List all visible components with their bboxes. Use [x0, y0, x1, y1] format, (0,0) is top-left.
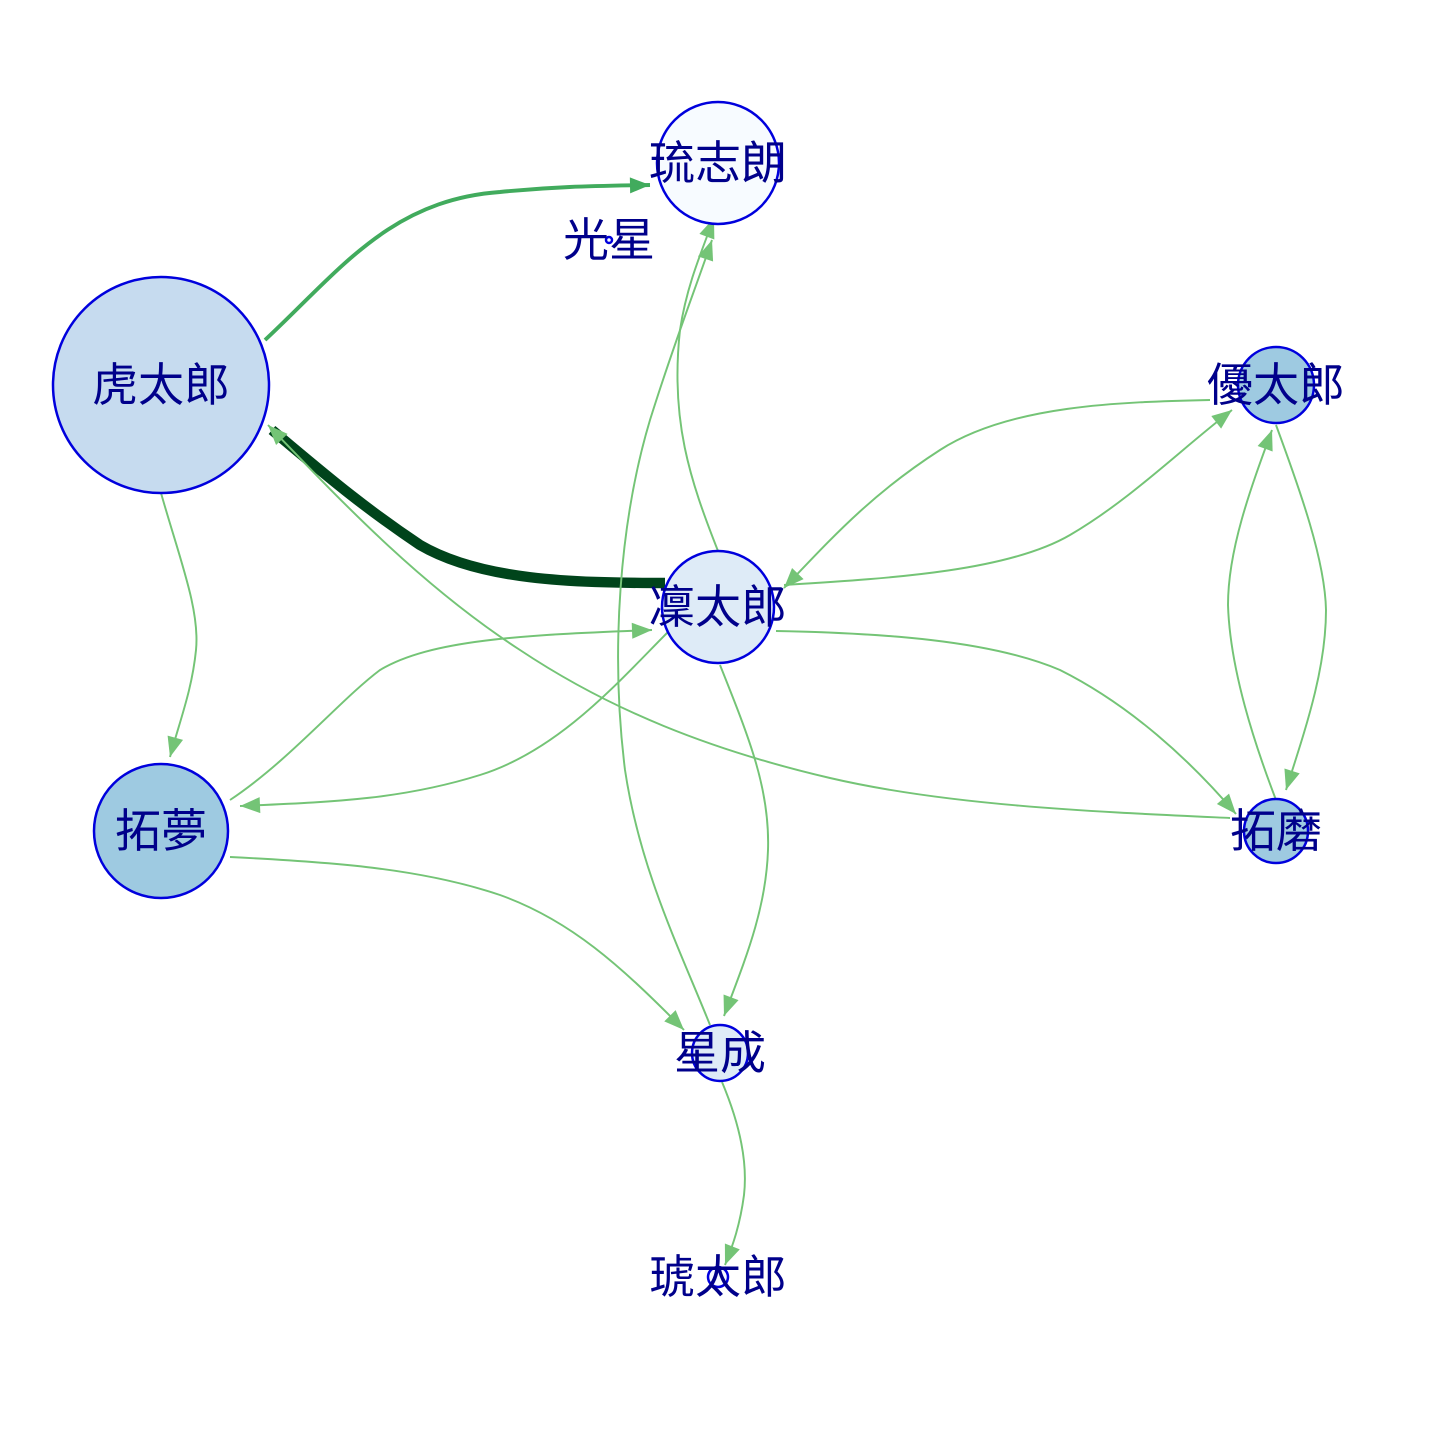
node-circle-kotaro2 [706, 1265, 730, 1289]
edge-kotaro-to-takumu [160, 492, 198, 758]
node-kotaro2: 琥太郎 [649, 1250, 787, 1304]
node-label-rushiro: 琉志朗 [649, 136, 787, 190]
edge-rintaro-to-seisei [719, 664, 770, 1017]
node-seisei: 星成 [674, 1023, 766, 1083]
node-kotaro: 虎太郎 [51, 275, 271, 495]
edge-seisei-to-rushiro [617, 239, 713, 1026]
edge-rintaro-to-yutaro [783, 409, 1233, 586]
edge-yutaro-to-takuma [1275, 424, 1327, 791]
node-label-kotaro: 虎太郎 [92, 358, 230, 412]
node-rushiro: 琉志朗 [649, 100, 787, 226]
node-circle-rushiro [655, 100, 781, 226]
arrowhead-kotaro-to-rushiro [629, 177, 650, 194]
arrowhead-yutaro-to-rintaro [784, 568, 804, 588]
arrowhead-rintaro-to-yutaro [1211, 410, 1232, 429]
edge-yutaro-to-rintaro [783, 399, 1211, 589]
edge-rintaro-to-takuma [775, 630, 1237, 815]
arrowhead-seisei-to-kotaro2 [724, 1243, 740, 1265]
arrowhead-takumu-to-seisei [664, 1010, 684, 1030]
node-circle-kosei [604, 235, 614, 245]
node-rintaro: 凜太郎 [649, 549, 787, 665]
arrowhead-takumu-to-rintaro [631, 622, 652, 639]
node-takuma: 拓磨 [1230, 797, 1322, 865]
edge-seisei-to-kotaro2 [721, 1081, 746, 1266]
edge-rintaro-to-takumu [239, 631, 669, 807]
node-label-kotaro2: 琥太郎 [649, 1250, 787, 1304]
node-yutaro: 優太郎 [1207, 345, 1345, 425]
node-circle-rintaro [660, 549, 776, 665]
arrowhead-rintaro-to-takumu [240, 797, 261, 814]
node-circle-seisei [690, 1023, 750, 1083]
node-circle-kotaro [51, 275, 271, 495]
arrowhead-takuma-to-yutaro [1257, 430, 1273, 452]
node-label-takumu: 拓夢 [115, 804, 207, 858]
edge-rintaro-to-kotaro [268, 426, 666, 589]
arrowhead-takuma-to-kotaro [268, 425, 288, 445]
node-label-takuma: 拓磨 [1230, 804, 1322, 858]
edge-takumu-to-seisei [229, 856, 685, 1031]
edge-rintaro-to-rushiro [676, 217, 719, 552]
node-label-seisei: 星成 [674, 1026, 766, 1080]
edge-takumu-to-rintaro [229, 629, 653, 801]
edges-layer [160, 177, 1327, 1266]
arrowhead-rintaro-to-seisei [723, 994, 739, 1016]
edge-takuma-to-kotaro [267, 424, 1231, 819]
edge-takuma-to-yutaro [1227, 429, 1277, 801]
node-circle-takuma [1242, 797, 1310, 865]
node-label-kosei: 光星 [563, 213, 655, 267]
node-label-rintaro: 凜太郎 [649, 580, 787, 634]
node-circle-takumu [92, 762, 230, 900]
edge-kotaro-to-rushiro [263, 183, 651, 342]
node-takumu: 拓夢 [92, 762, 230, 900]
node-circle-yutaro [1236, 345, 1316, 425]
arrowhead-rintaro-to-takuma [1216, 793, 1236, 814]
arrowhead-seisei-to-rushiro [697, 240, 714, 262]
node-label-yutaro: 優太郎 [1207, 358, 1345, 412]
arrowhead-yutaro-to-takuma [1284, 768, 1300, 790]
node-kosei: 光星 [563, 213, 655, 267]
arrowhead-kotaro-to-takumu [167, 735, 184, 757]
